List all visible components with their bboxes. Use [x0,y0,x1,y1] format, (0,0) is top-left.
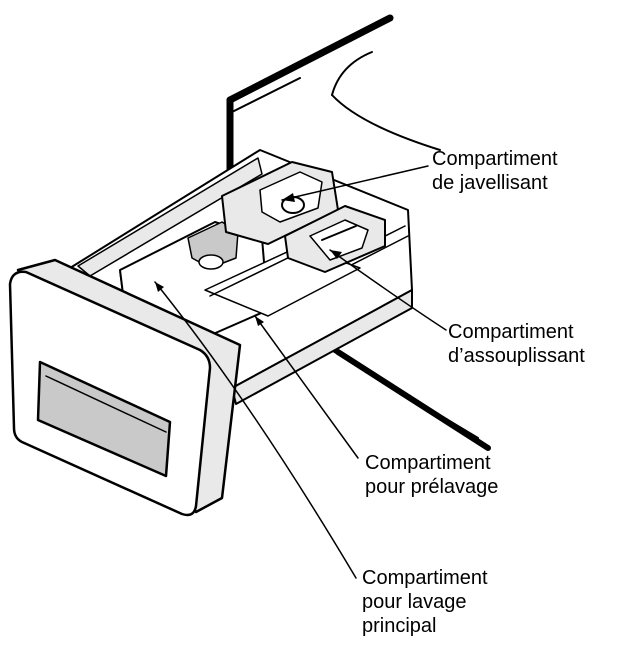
drawer-handle-recess [36,360,172,478]
callout-prewash-compartment: Compartiment pour prélavage [365,451,498,499]
callout-leaders [154,165,447,579]
siphon-ring [198,254,224,270]
cabinet-bottom-inner-edge [317,341,479,439]
cabinet-top-back-edge [226,14,394,104]
leader-mainwash [154,281,357,579]
callout-mainwash-line-1: Compartiment [362,567,488,589]
cabinet-lid-curve [331,51,373,96]
cabinet-top-inner-edge [231,77,301,113]
callout-mainwash-line-2: pour lavage [362,591,467,613]
callout-softener-line-1: Compartiment [448,321,574,343]
callout-prewash-line-1: Compartiment [365,452,491,474]
callout-bleach-compartment: Compartiment de javellisant [432,147,558,195]
prewash-divider [209,251,301,297]
drawer-front [8,258,242,517]
arrow-mainwash [155,282,164,292]
siphon-cap [187,221,239,269]
arrow-bleach [282,193,295,202]
cabinet-lid-front [331,94,441,151]
callout-mainwash-compartment: Compartiment pour lavage principal [362,566,488,638]
softener-siphon [321,225,357,241]
callout-mainwash-line-3: principal [362,615,437,637]
softener-inner-tray [309,219,369,261]
drawer-body [69,149,413,405]
arrow-softener [330,250,342,259]
drawer-back-rim [77,157,263,277]
leader-bleach [281,165,429,201]
callout-bleach-line-2: de javellisant [432,172,548,194]
drawer-handle-lip [45,375,167,433]
callout-softener-line-2: d’assouplissant [448,345,585,367]
leader-prewash [254,315,359,459]
callout-bleach-line-1: Compartiment [432,148,558,170]
arrow-prewash [255,316,264,326]
leader-softener [329,249,447,331]
callout-softener-compartment: Compartiment d’assouplissant [448,320,585,368]
callout-prewash-line-2: pour prélavage [365,476,499,498]
